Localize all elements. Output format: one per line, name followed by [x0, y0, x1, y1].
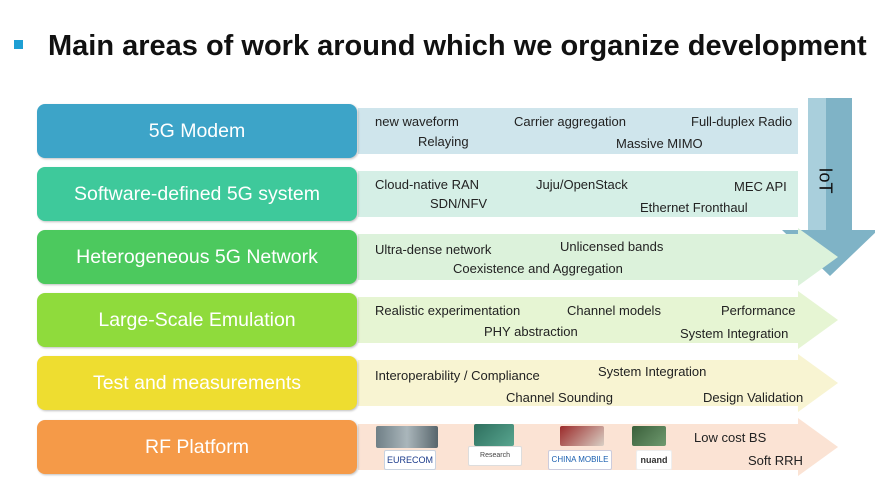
item-system-integration: System Integration: [680, 326, 789, 341]
rf-board-photo-2: [474, 424, 514, 446]
item-low-cost-bs: Low cost BS: [694, 430, 767, 445]
rf-board-photo-4: [632, 426, 666, 446]
item-phy-abstraction: PHY abstraction: [484, 324, 578, 339]
category-test-measurements: Test and measurements: [37, 356, 357, 410]
row-software-defined: Software-defined 5G system Cloud-native …: [0, 167, 875, 221]
strip-heterogeneous: [358, 234, 798, 280]
strip-test-measurements: [358, 360, 798, 406]
strip-arrow-test-measurements: [798, 354, 838, 412]
research-logo: Research: [468, 446, 522, 466]
item-soft-rrh: Soft RRH: [748, 453, 803, 468]
category-rf-platform: RF Platform: [37, 420, 357, 474]
nuand-logo: nuand: [636, 450, 672, 470]
strip-5g-modem: [358, 108, 798, 154]
item-interoperability-compliance: Interoperability / Compliance: [375, 368, 540, 383]
item-design-validation: Design Validation: [703, 390, 804, 405]
strip-large-scale-emulation: [358, 297, 798, 343]
item-massive-mimo: Massive MIMO: [616, 136, 703, 151]
iot-label: IoT: [815, 167, 836, 194]
title-bullet: [14, 40, 23, 49]
item-sdn-nfv: SDN/NFV: [430, 196, 488, 211]
item-performance: Performance: [721, 303, 796, 318]
item-new-waveform: new waveform: [375, 114, 459, 129]
category-software-defined: Software-defined 5G system: [37, 167, 357, 221]
item-cloud-native-ran: Cloud-native RAN: [375, 177, 480, 192]
slide-title: Main areas of work around which we organ…: [48, 30, 867, 62]
item-unlicensed-bands: Unlicensed bands: [560, 239, 664, 254]
item-channel-models: Channel models: [567, 303, 661, 318]
strip-arrow-heterogeneous: [798, 228, 838, 286]
item-ethernet-fronthaul: Ethernet Fronthaul: [640, 200, 748, 215]
row-heterogeneous: Heterogeneous 5G Network Ultra-dense net…: [0, 228, 875, 286]
row-5g-modem: 5G Modem new waveform Carrier aggregatio…: [0, 104, 875, 158]
row-test-measurements: Test and measurements Interoperability /…: [0, 354, 875, 412]
category-5g-modem: 5G Modem: [37, 104, 357, 158]
item-coexistence-aggregation: Coexistence and Aggregation: [453, 261, 623, 276]
item-channel-sounding: Channel Sounding: [506, 390, 613, 405]
category-heterogeneous: Heterogeneous 5G Network: [37, 230, 357, 284]
eurecom-logo: EURECOM: [384, 450, 436, 470]
china-mobile-logo: CHINA MOBILE: [548, 450, 612, 470]
strip-arrow-large-scale-emulation: [798, 291, 838, 349]
category-large-scale-emulation: Large-Scale Emulation: [37, 293, 357, 347]
rf-board-photo-1: [376, 426, 438, 448]
item-carrier-aggregation: Carrier aggregation: [514, 114, 627, 129]
item-juju-openstack: Juju/OpenStack: [536, 177, 628, 192]
rf-board-photo-3: [560, 426, 604, 446]
row-rf-platform: RF Platform EURECOM Research CHINA MOBIL…: [0, 418, 875, 476]
item-relaying: Relaying: [418, 134, 469, 149]
item-system-integration: System Integration: [598, 364, 707, 379]
item-ultra-dense-network: Ultra-dense network: [375, 242, 492, 257]
item-realistic-experimentation: Realistic experimentation: [375, 303, 521, 318]
strip-software-defined: [358, 171, 798, 217]
item-mec-api: MEC API: [734, 179, 787, 194]
item-full-duplex-radio: Full-duplex Radio: [691, 114, 793, 129]
strip-arrow-rf-platform: [798, 418, 838, 476]
row-large-scale-emulation: Large-Scale Emulation Realistic experime…: [0, 291, 875, 349]
